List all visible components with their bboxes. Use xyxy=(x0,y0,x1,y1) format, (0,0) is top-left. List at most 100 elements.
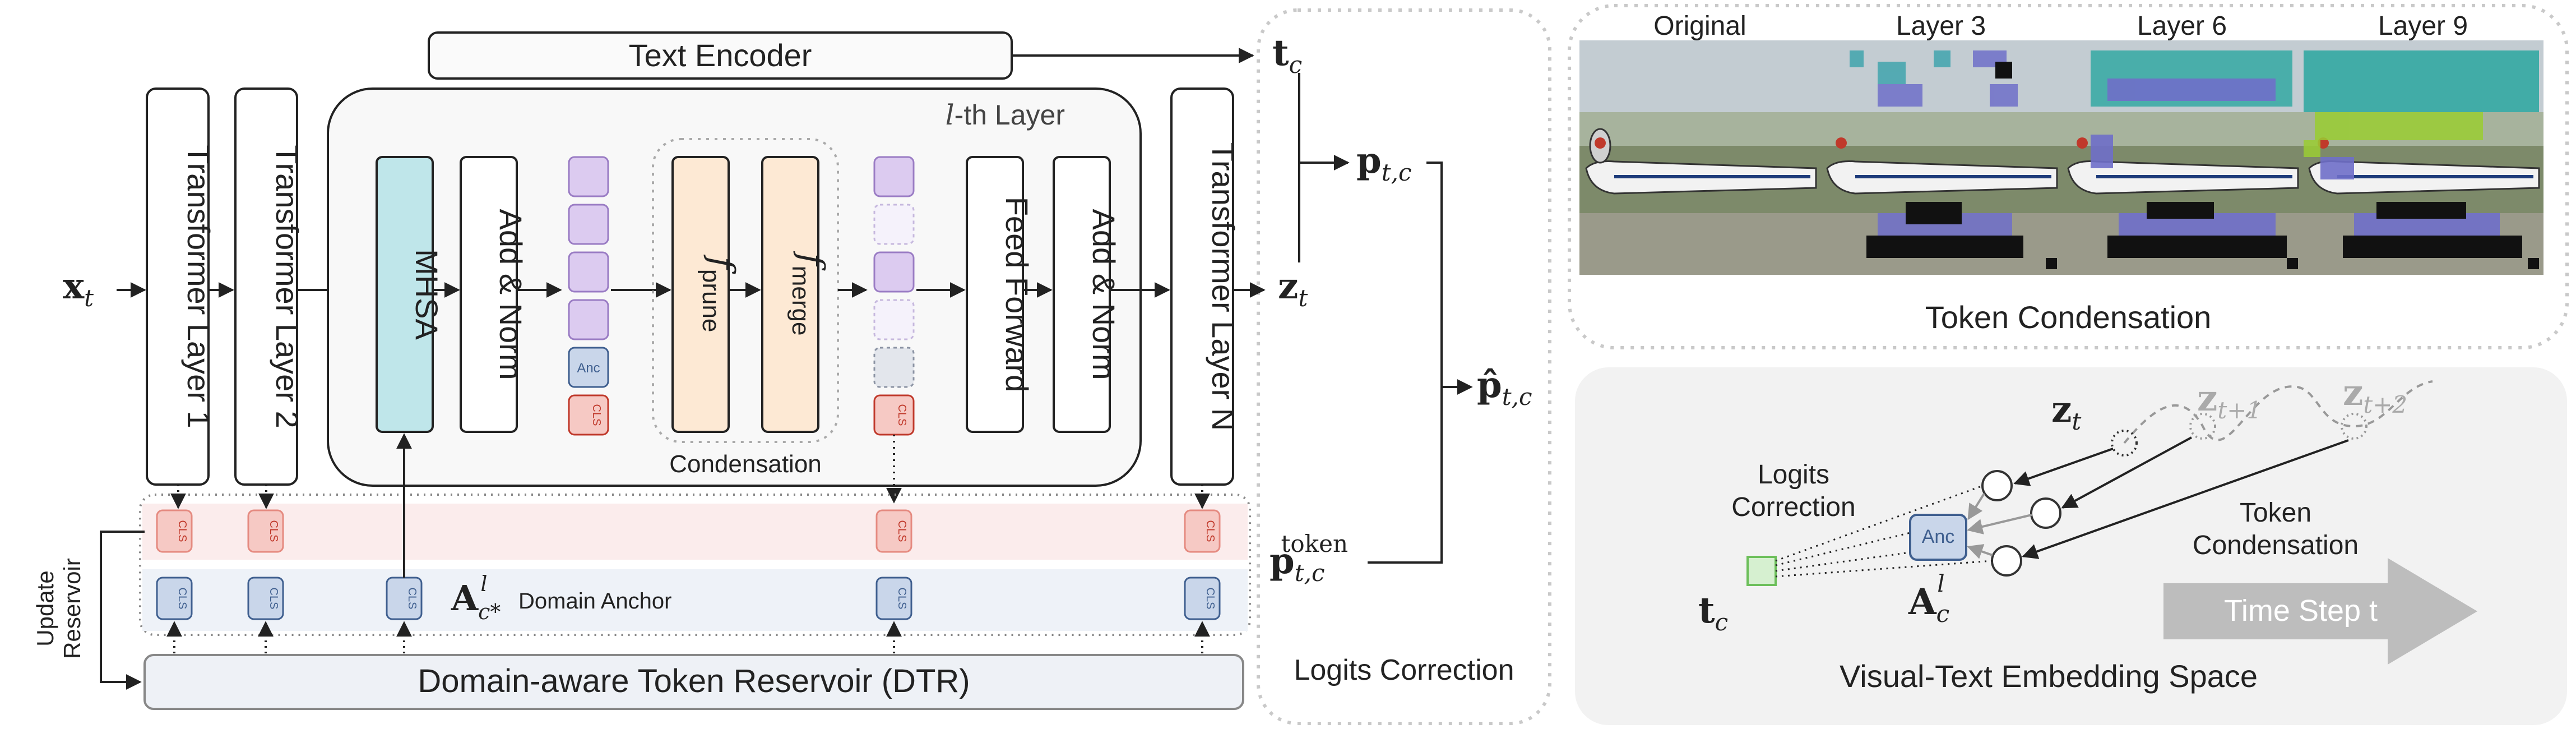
token xyxy=(568,204,609,245)
add-norm-label-1: Add & Norm xyxy=(493,209,529,380)
reservoir-anchor-token: CLS xyxy=(875,577,912,620)
svg-text:CLS: CLS xyxy=(896,520,908,542)
dtr-box xyxy=(143,654,1244,710)
anc-token-label: Anc xyxy=(577,361,600,376)
reservoir-cls-token: CLS xyxy=(1184,509,1221,553)
reservoir-cls-token: CLS xyxy=(875,509,912,553)
text-encoder-label: Text Encoder xyxy=(629,38,812,73)
cls-token-label: CLS xyxy=(590,404,603,426)
token xyxy=(568,156,609,197)
p-to-phat-line xyxy=(1426,162,1443,387)
image-panel-layer6 xyxy=(2061,40,2302,275)
reservoir-anchor-row: CLS CLS CLS CLS CLS xyxy=(156,577,1221,620)
update-reservoir-label: UpdateReservoir xyxy=(32,558,85,659)
condensed-point xyxy=(2030,497,2061,529)
embedding-space-title: Visual-Text Embedding Space xyxy=(1840,658,2258,694)
transformer-layer-1-label: Transformer Layer 1 xyxy=(181,145,216,428)
token-column-after: CLS xyxy=(873,156,915,436)
add-norm-label-2: Add & Norm xyxy=(1086,209,1122,380)
cls-token-label: CLS xyxy=(896,404,908,426)
image-panel-layer3 xyxy=(1820,40,2061,275)
reservoir-anchor-token: CLS xyxy=(1184,577,1221,620)
col-original: Original xyxy=(1653,11,1746,41)
add-norm-block-2 xyxy=(1053,156,1111,433)
f-merge-label: fmerge xyxy=(787,251,831,336)
anc-gray-arrow xyxy=(1967,514,2032,534)
token xyxy=(568,299,609,340)
anc-token-row-bg xyxy=(142,569,1248,631)
col-layer9: Layer 9 xyxy=(2378,11,2468,41)
image-panel-original xyxy=(1579,40,1820,275)
pruned-anc-token xyxy=(873,347,915,388)
zt1-point xyxy=(2189,413,2216,440)
tc-node xyxy=(1746,556,1777,586)
zt-point xyxy=(2111,430,2138,457)
f-merge-block xyxy=(761,156,819,433)
transformer-layer-n-label: Transformer Layer N xyxy=(1206,142,1241,431)
token xyxy=(568,251,609,293)
mhsa-label: MHSA xyxy=(409,249,444,340)
anc-gray-arrow xyxy=(1967,492,1985,520)
zt2-label: zt+2 xyxy=(2343,372,2407,418)
zt-label: zt xyxy=(2051,389,2081,435)
lth-layer-block xyxy=(327,87,1142,487)
anc-gray-arrow xyxy=(1967,544,1993,559)
condense-arrow xyxy=(2013,448,2114,486)
add-norm-block-1 xyxy=(460,156,518,433)
token-column-before: Anc CLS xyxy=(568,156,609,436)
embedding-space-figure: Time Step t zt zt+1 zt+2 Anc Acl tc Logi… xyxy=(1698,372,2477,694)
A-label: Acl xyxy=(1908,570,1949,628)
transformer-layer-2-label: Transformer Layer 2 xyxy=(270,145,305,428)
token-condensation-panel xyxy=(1568,4,2569,349)
zt1-label: zt+1 xyxy=(2197,377,2262,424)
reservoir-cls-token: CLS xyxy=(156,509,193,553)
svg-text:CLS: CLS xyxy=(176,588,188,610)
domain-anchor-symbol: Ac*l xyxy=(451,571,501,624)
col-layer6: Layer 6 xyxy=(2137,11,2227,41)
p-output: pt,c xyxy=(1356,140,1412,186)
svg-text:CLS: CLS xyxy=(176,520,188,542)
tc-output: tc xyxy=(1272,32,1302,79)
reservoir-cls-token: CLS xyxy=(247,509,284,553)
condense-arrow xyxy=(2022,439,2349,559)
cls-token xyxy=(568,394,609,436)
anc-token xyxy=(568,347,609,388)
svg-text:CLS: CLS xyxy=(267,520,280,542)
pruned-token xyxy=(873,299,915,340)
logits-correction-panel xyxy=(1257,8,1551,725)
logits-correction-label: Logits Correction xyxy=(1294,654,1514,686)
domain-anchor-label: Domain Anchor xyxy=(518,589,671,614)
token-condensation-figure: Original Layer 3 Layer 6 Layer 9 xyxy=(1579,11,2543,335)
svg-text:CLS: CLS xyxy=(1204,520,1216,542)
mhsa-block xyxy=(376,156,434,433)
reservoir-anchor-token: CLS xyxy=(247,577,284,620)
col-layer3: Layer 3 xyxy=(1896,11,1986,41)
image-panel-layer9 xyxy=(2302,40,2543,275)
anc-node xyxy=(1909,514,1967,561)
anc-node-label: Anc xyxy=(1922,526,1955,547)
token-condensation-title: Token Condensation xyxy=(1925,299,2212,335)
logit-dotted xyxy=(1775,532,1911,566)
dtr-label: Domain-aware Token Reservoir (DTR) xyxy=(418,663,970,699)
condensation-label: Condensation xyxy=(669,450,822,478)
svg-text:CLS: CLS xyxy=(406,588,418,610)
zt2-point xyxy=(2341,413,2367,440)
svg-text:CLS: CLS xyxy=(896,588,908,610)
reservoir-anchor-token: CLS xyxy=(386,577,423,620)
svg-text:CLS: CLS xyxy=(1204,588,1216,610)
feed-forward-label: Feed Forward xyxy=(999,197,1035,393)
reservoir-cls-row: CLS CLS CLS CLS xyxy=(156,509,1221,553)
ptoken-output: pt,ctoken xyxy=(1270,530,1348,587)
condense-arrow xyxy=(2061,436,2192,509)
reservoir-anchor-token: CLS xyxy=(156,577,193,620)
reservoir-token-band xyxy=(139,494,1251,636)
input-xt: xt xyxy=(63,265,94,312)
lth-layer-label: l-th Layer xyxy=(946,99,1065,131)
ptoken-to-phat-line xyxy=(1368,387,1443,564)
f-prune-block xyxy=(671,156,730,433)
time-step-label: Time Step t xyxy=(2224,594,2378,628)
tc-node-label: tc xyxy=(1698,589,1728,636)
